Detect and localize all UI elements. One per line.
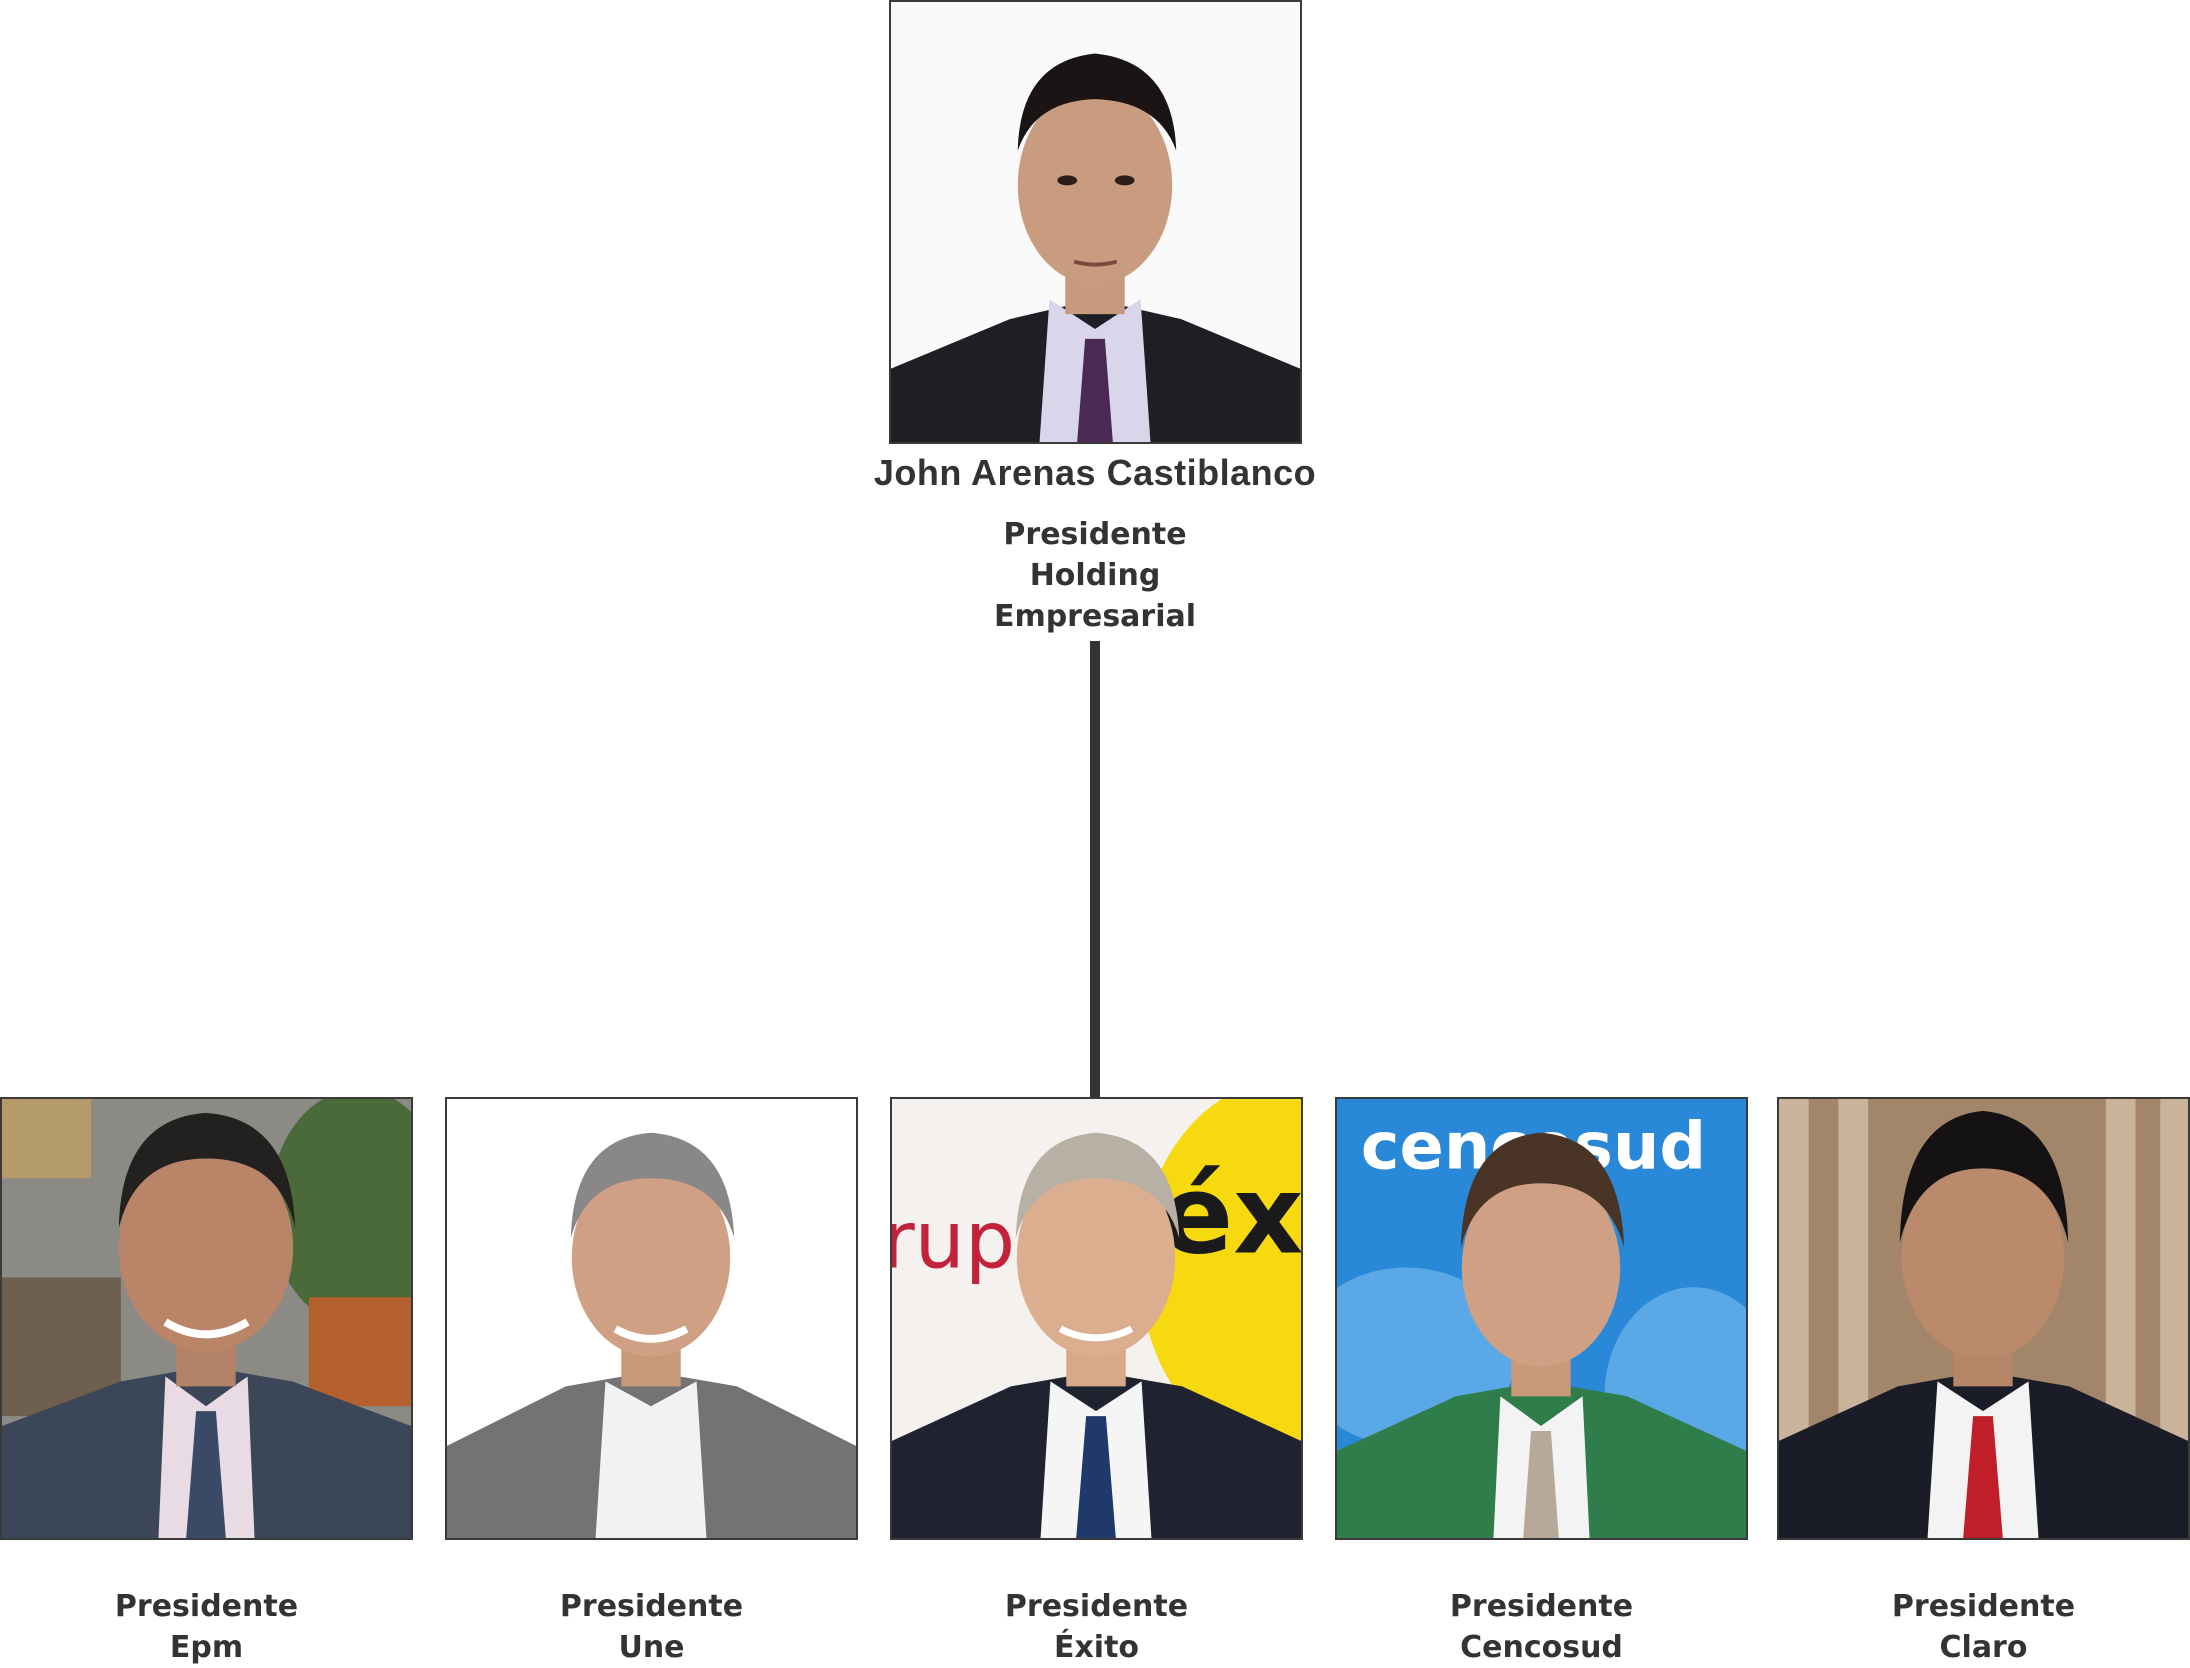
child-photo-exito: éx rup (890, 1097, 1303, 1540)
org-connector-line (1090, 641, 1100, 1097)
top-role-line: Holding (1029, 558, 1161, 593)
exito-side-text: rup (892, 1193, 1015, 1286)
child-role-line: Cencosud (1460, 1630, 1623, 1665)
top-person-name: John Arenas Castiblanco (873, 452, 1317, 493)
child-role-une: Presidente Une (445, 1586, 858, 1668)
top-role-line: Presidente (1003, 517, 1187, 552)
child-photo-cencosud: cencosud (1335, 1097, 1748, 1540)
child-role-line: Presidente (1449, 1589, 1634, 1624)
child-role-line: Epm (169, 1630, 244, 1665)
child-photo-epm (0, 1097, 413, 1540)
child-role-cencosud: Presidente Cencosud (1335, 1586, 1748, 1668)
child-role-line: Presidente (114, 1589, 299, 1624)
exito-logo-text: éx (1159, 1152, 1301, 1279)
child-role-line: Presidente (559, 1589, 744, 1624)
child-role-line: Claro (1939, 1630, 2028, 1665)
child-role-line: Une (618, 1630, 685, 1665)
top-photo-john-arenas (889, 0, 1302, 444)
child-role-line: Presidente (1891, 1589, 2076, 1624)
child-role-epm: Presidente Epm (0, 1586, 413, 1668)
top-role-title: Presidente Holding Empresarial (895, 514, 1295, 637)
child-role-line: Éxito (1053, 1630, 1140, 1665)
child-photo-claro (1777, 1097, 2190, 1540)
top-role-line: Empresarial (993, 599, 1197, 634)
child-role-exito: Presidente Éxito (890, 1586, 1303, 1668)
child-role-line: Presidente (1004, 1589, 1189, 1624)
child-role-claro: Presidente Claro (1777, 1586, 2190, 1668)
child-photo-une (445, 1097, 858, 1540)
